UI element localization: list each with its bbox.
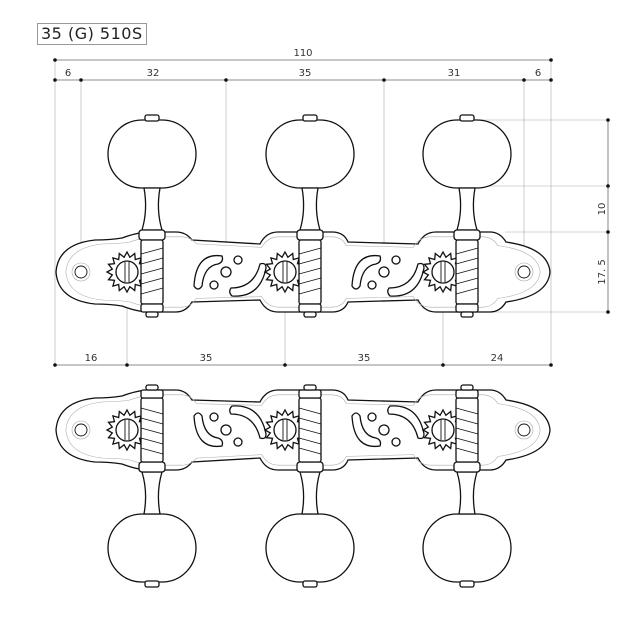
decorative-hole (220, 266, 232, 278)
decorative-hole (209, 412, 219, 422)
dimension-lines (53, 58, 610, 367)
dim-bottom-1: 16 (85, 353, 98, 364)
plate-inner-edge (65, 236, 541, 308)
model-label: 35 (G) 510S (37, 23, 147, 45)
dimension-point (79, 78, 83, 82)
scroll-cutout (387, 262, 425, 297)
dimension-point (549, 363, 553, 367)
scroll-cutout (351, 254, 382, 290)
scroll-cutout (193, 412, 224, 448)
tuner-bottom-view (55, 384, 551, 588)
dim-top-1: 6 (65, 68, 71, 79)
string-post (431, 418, 455, 442)
string-post (115, 418, 139, 442)
dimension-point (606, 118, 610, 122)
dimension-point (125, 363, 129, 367)
dimension-point (606, 230, 610, 234)
scroll-cutout (229, 262, 267, 297)
decorative-hole (367, 280, 377, 290)
dimension-point (53, 363, 57, 367)
screw-hole (74, 423, 88, 437)
dim-overall: 110 (293, 48, 312, 59)
decorative-hole (209, 280, 219, 290)
dim-bottom-2: 35 (200, 353, 213, 364)
dimension-point (224, 78, 228, 82)
scroll-cutout (351, 412, 382, 448)
decorative-hole (220, 424, 232, 436)
dimension-point (441, 363, 445, 367)
screw-hole (517, 265, 531, 279)
dimension-point (549, 78, 553, 82)
dimension-point (53, 58, 57, 62)
dimension-point (522, 78, 526, 82)
scroll-cutout (229, 405, 267, 440)
string-post (273, 260, 297, 284)
dimension-point (549, 58, 553, 62)
decorative-hole (367, 412, 377, 422)
screw-hole-rim (514, 420, 534, 440)
dimension-point (53, 78, 57, 82)
screw-hole-rim (71, 262, 91, 282)
decorative-hole (378, 424, 390, 436)
string-post (273, 418, 297, 442)
dim-side-2: 17. 5 (597, 259, 608, 284)
dim-bottom-3: 35 (358, 353, 371, 364)
decorative-hole (391, 255, 401, 265)
decorative-hole (391, 437, 401, 447)
dim-top-3: 35 (299, 68, 312, 79)
tuner-top-view (55, 114, 551, 318)
string-post (115, 260, 139, 284)
dim-top-2: 32 (147, 68, 160, 79)
dimension-point (382, 78, 386, 82)
decorative-hole (378, 266, 390, 278)
dimension-point (606, 310, 610, 314)
plate-inner-edge (65, 394, 541, 466)
screw-hole (517, 423, 531, 437)
dim-side-1: 10 (597, 203, 608, 216)
screw-hole-rim (514, 262, 534, 282)
scroll-cutout (387, 405, 425, 440)
decorative-hole (233, 255, 243, 265)
dimension-point (606, 184, 610, 188)
screw-hole-rim (71, 420, 91, 440)
decorative-hole (233, 437, 243, 447)
scroll-cutout (193, 254, 224, 290)
dim-top-5: 6 (535, 68, 541, 79)
string-post (431, 260, 455, 284)
dimension-point (283, 363, 287, 367)
dim-top-4: 31 (448, 68, 461, 79)
screw-hole (74, 265, 88, 279)
dim-bottom-4: 24 (491, 353, 504, 364)
